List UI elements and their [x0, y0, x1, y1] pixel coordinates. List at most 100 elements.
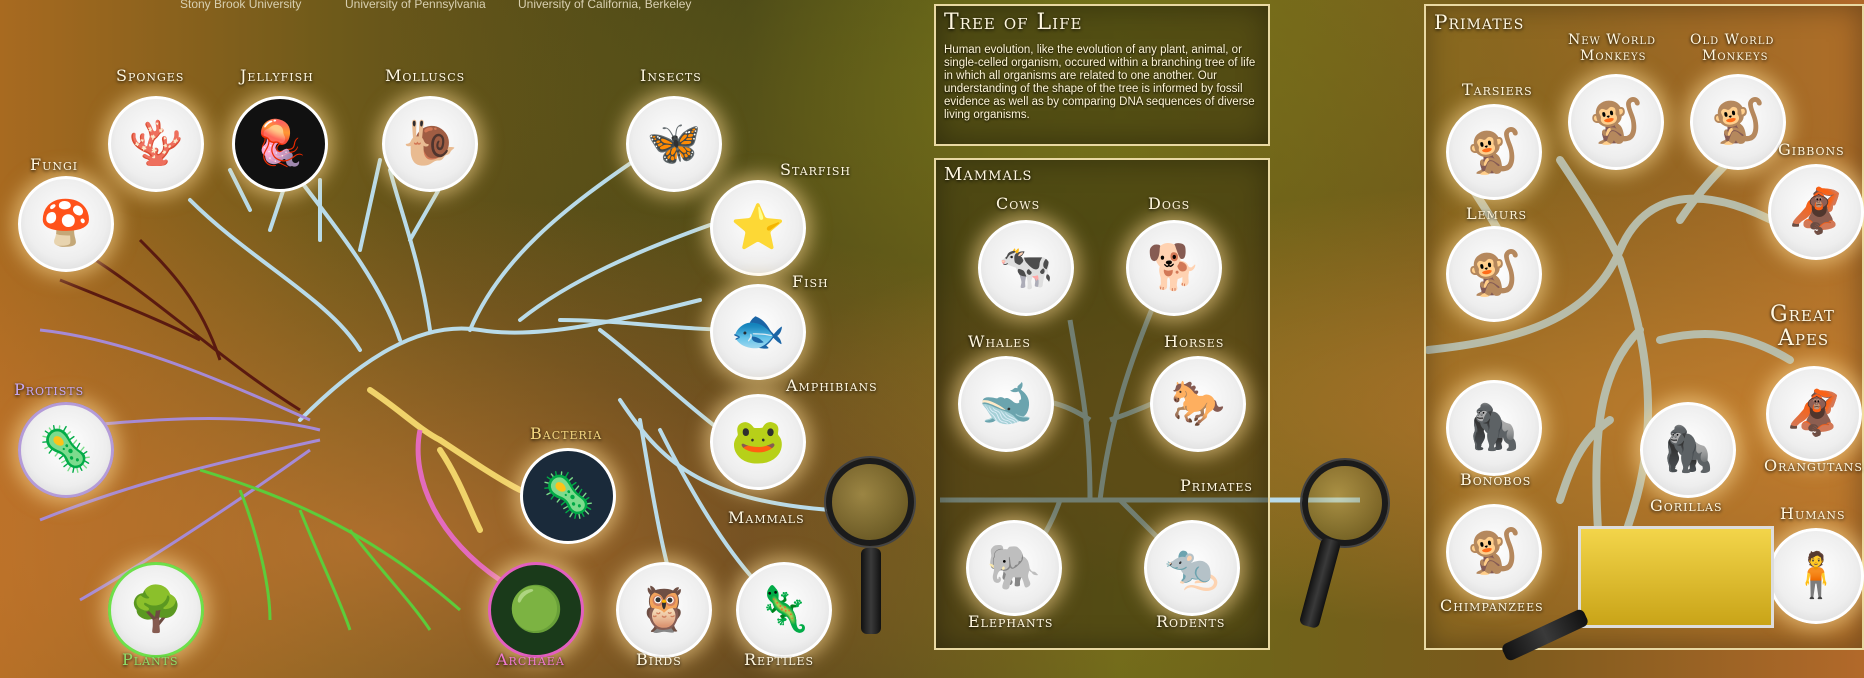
archaea-node[interactable]: 🟢 — [488, 562, 584, 658]
molluscs-node[interactable]: 🐌 — [382, 96, 478, 192]
frog-icon: 🐸 — [731, 420, 786, 464]
human-icon: 🧍 — [1789, 554, 1844, 598]
rodents-node[interactable]: 🐀 — [1144, 520, 1240, 616]
protists-node[interactable]: 🦠 — [18, 402, 114, 498]
reptiles-node[interactable]: 🦎 — [736, 562, 832, 658]
whale-icon: 🐋 — [979, 382, 1034, 426]
starfish-node[interactable]: ⭐ — [710, 180, 806, 276]
chimpanzees-label: Chimpanzees — [1440, 596, 1544, 615]
tree-of-life-text: Human evolution, like the evolution of a… — [944, 44, 1260, 122]
birds-label: Birds — [636, 650, 682, 669]
owm-label-2: Monkeys — [1702, 48, 1769, 64]
fungi-node[interactable]: 🍄 — [18, 176, 114, 272]
insects-label: Insects — [640, 66, 702, 85]
fish-label: Fish — [792, 272, 829, 291]
archaea-icon: 🟢 — [509, 588, 564, 632]
bacteria-branches — [370, 390, 520, 530]
tarsiers-node[interactable]: 🐒 — [1446, 104, 1542, 200]
tree-icon: 🌳 — [129, 588, 184, 632]
coral-icon: 🪸 — [129, 122, 184, 166]
owm-node[interactable]: 🐒 — [1690, 74, 1786, 170]
primates-panel-title: Primates — [1434, 10, 1524, 34]
dog-icon: 🐕 — [1147, 246, 1202, 290]
cow-icon: 🐄 — [999, 246, 1054, 290]
reptiles-label: Reptiles — [744, 650, 814, 669]
sponges-node[interactable]: 🪸 — [108, 96, 204, 192]
lemurs-node[interactable]: 🐒 — [1446, 226, 1542, 322]
tree-of-life-info-panel: Tree of Life Human evolution, like the e… — [934, 4, 1270, 146]
humans-label: Humans — [1780, 504, 1846, 523]
lemurs-label: Lemurs — [1466, 204, 1527, 223]
butterfly-icon: 🦋 — [647, 122, 702, 166]
rat-icon: 🐀 — [1165, 546, 1220, 590]
gibbon-icon: 🦧 — [1789, 190, 1844, 234]
tarsiers-label: Tarsiers — [1462, 80, 1533, 99]
nwm-label-2: Monkeys — [1580, 48, 1647, 64]
starfish-label: Starfish — [780, 160, 851, 179]
bacteria-label: Bacteria — [530, 424, 602, 443]
molluscs-label: Molluscs — [385, 66, 465, 85]
cows-node[interactable]: 🐄 — [978, 220, 1074, 316]
great-apes-label-1: Great — [1770, 302, 1835, 327]
gibbons-node[interactable]: 🦧 — [1768, 164, 1864, 260]
gibbons-label: Gibbons — [1778, 140, 1845, 159]
mammals-tree-label: Mammals — [728, 508, 805, 527]
bonobo-icon: 🦍 — [1467, 406, 1522, 450]
jellyfish-node[interactable]: 🪼 — [232, 96, 328, 192]
starfish-icon: ⭐ — [731, 206, 786, 250]
whales-label: Whales — [968, 332, 1031, 351]
bonobos-node[interactable]: 🦍 — [1446, 380, 1542, 476]
bonobos-label: Bonobos — [1460, 470, 1531, 489]
magnifier-mammals[interactable] — [826, 458, 914, 546]
tarsier-icon: 🐒 — [1467, 130, 1522, 174]
horses-node[interactable]: 🐎 — [1150, 356, 1246, 452]
whales-node[interactable]: 🐋 — [958, 356, 1054, 452]
nwm-label-1: New World — [1568, 32, 1656, 48]
elephants-label: Elephants — [968, 612, 1053, 631]
dogs-node[interactable]: 🐕 — [1126, 220, 1222, 316]
nwm-node[interactable]: 🐒 — [1568, 74, 1664, 170]
bacteria-icon: 🦠 — [541, 474, 596, 518]
monkey-icon: 🐒 — [1589, 100, 1644, 144]
macaque-icon: 🐒 — [1711, 100, 1766, 144]
fish-node[interactable]: 🐟 — [710, 284, 806, 380]
orangutans-node[interactable]: 🦧 — [1766, 366, 1862, 462]
fungi-branches — [60, 240, 300, 410]
amphibians-label: Amphibians — [786, 376, 878, 395]
lemur-icon: 🐒 — [1467, 252, 1522, 296]
tree-of-life-title: Tree of Life — [944, 10, 1082, 35]
archaea-label: Archaea — [496, 650, 565, 669]
bacteria-node[interactable]: 🦠 — [520, 448, 616, 544]
owm-label-1: Old World — [1690, 32, 1774, 48]
magnifier-handle — [861, 548, 881, 634]
plants-node[interactable]: 🌳 — [108, 562, 204, 658]
chimp-icon: 🐒 — [1467, 530, 1522, 574]
horses-label: Horses — [1164, 332, 1224, 351]
mushroom-icon: 🍄 — [39, 202, 94, 246]
elephants-node[interactable]: 🐘 — [966, 520, 1062, 616]
sponges-label: Sponges — [116, 66, 184, 85]
birds-node[interactable]: 🦉 — [616, 562, 712, 658]
orangutan-icon: 🦧 — [1787, 392, 1842, 436]
dogs-label: Dogs — [1148, 194, 1190, 213]
chimpanzees-node[interactable]: 🐒 — [1446, 504, 1542, 600]
amphibians-node[interactable]: 🐸 — [710, 394, 806, 490]
humans-node[interactable]: 🧍 — [1768, 528, 1864, 624]
magnifier-primates[interactable] — [1302, 460, 1388, 546]
orangutans-label: Orangutans — [1764, 456, 1863, 475]
plants-label: Plants — [122, 650, 179, 669]
gorillas-node[interactable]: 🦍 — [1640, 402, 1736, 498]
snail-icon: 🐌 — [403, 122, 458, 166]
protists-label: Protists — [14, 380, 84, 399]
plant-branches — [200, 470, 460, 630]
rodents-label: Rodents — [1156, 612, 1225, 631]
fish-icon: 🐟 — [731, 310, 786, 354]
gorilla-icon: 🦍 — [1661, 428, 1716, 472]
jellyfish-label: Jellyfish — [240, 66, 314, 85]
mammals-panel-title: Mammals — [944, 164, 1032, 185]
primates-branch-label: Primates — [1180, 476, 1253, 495]
human-lineage-highlight — [1578, 526, 1774, 628]
protist-icon: 🦠 — [39, 428, 94, 472]
elephant-icon: 🐘 — [987, 546, 1042, 590]
insects-node[interactable]: 🦋 — [626, 96, 722, 192]
